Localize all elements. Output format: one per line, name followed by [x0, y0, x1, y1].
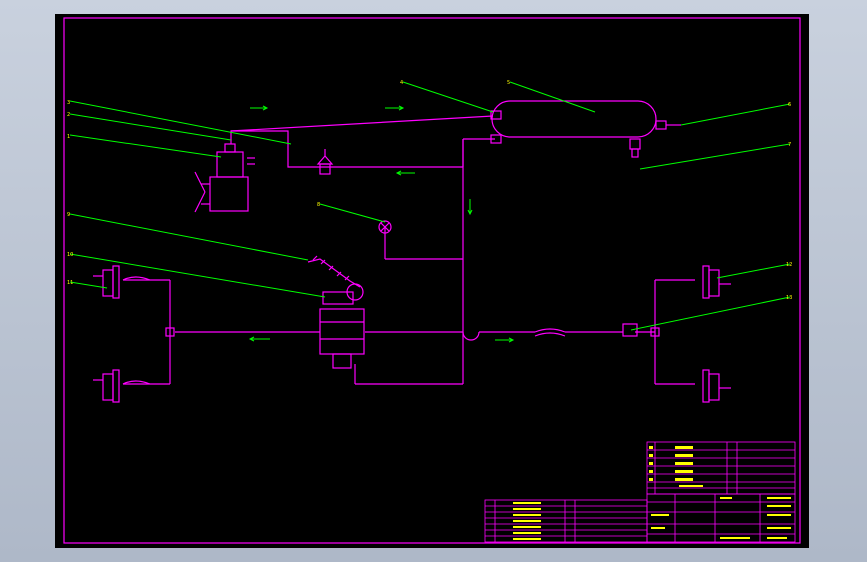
- title-block: [646, 493, 796, 543]
- title-block-fill: [651, 497, 791, 539]
- flow-arrows: [248, 105, 515, 343]
- pneumatic-brake-schematic: 1 2 3 4 5 6 7 8 9 10 11 12 13: [63, 17, 801, 544]
- air-reservoir: [490, 100, 681, 158]
- drawing-sheet: 1 2 3 4 5 6 7 8 9 10 11 12 13: [55, 14, 809, 548]
- callout-13: 13: [786, 295, 792, 301]
- pressure-regulator: [316, 149, 334, 175]
- parts-list-upper: [646, 441, 796, 495]
- callout-2: 2: [67, 112, 70, 118]
- air-compressor: [194, 143, 255, 213]
- callout-4: 4: [400, 80, 403, 86]
- brake-chambers: [93, 265, 731, 403]
- callout-12: 12: [786, 262, 792, 268]
- callout-11: 11: [67, 280, 73, 286]
- callout-labels: 1 2 3 4 5 6 7 8 9 10 11 12 13: [67, 80, 792, 301]
- pipe-network: [122, 115, 695, 385]
- callout-7: 7: [788, 142, 791, 148]
- pressure-gauge: [378, 220, 392, 234]
- parts-list-lower: [484, 499, 648, 543]
- outer-frame: [63, 17, 801, 544]
- brake-valve: [307, 255, 365, 369]
- callout-8: 8: [317, 202, 320, 208]
- callout-5: 5: [507, 80, 510, 86]
- callout-9: 9: [67, 212, 70, 218]
- callout-10: 10: [67, 252, 73, 258]
- parts-list-lower-fill: [513, 502, 541, 540]
- callout-1: 1: [67, 134, 70, 140]
- callout-3: 3: [67, 100, 70, 106]
- parts-list-upper-fill: [649, 446, 703, 487]
- leader-lines: [69, 81, 791, 331]
- callout-6: 6: [788, 102, 791, 108]
